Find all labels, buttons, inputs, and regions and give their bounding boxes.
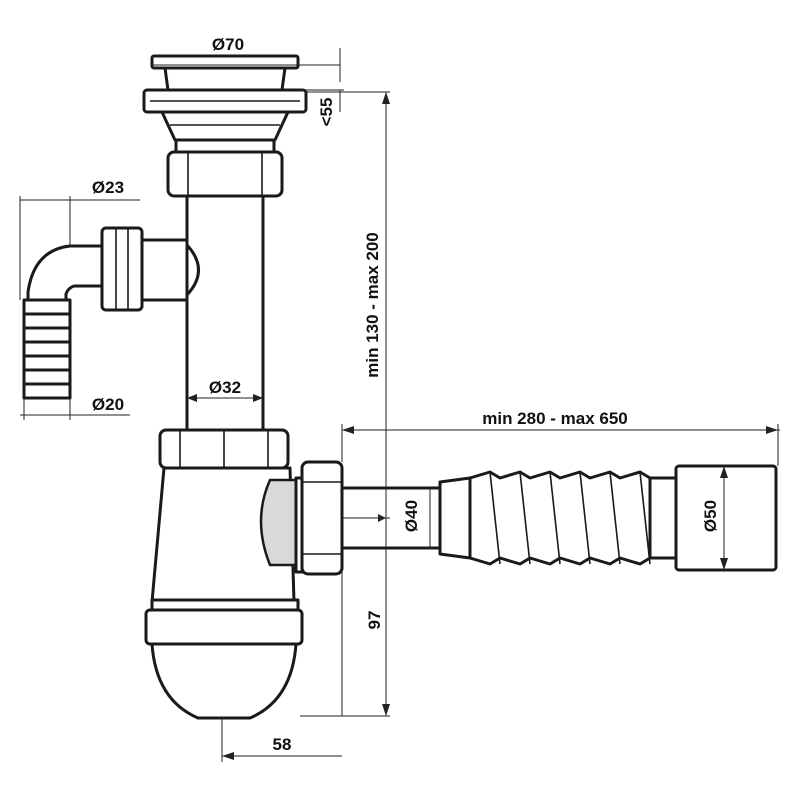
dimension-lines — [19, 48, 780, 762]
drain-strainer — [142, 54, 308, 154]
label-drain-end-diameter: Ø50 — [701, 500, 720, 532]
label-total-height: min 130 - max 200 — [363, 232, 382, 378]
hose-nozzle-ribs — [22, 298, 72, 400]
label-outlet-diameter: Ø40 — [402, 500, 421, 532]
hose-corrugations — [468, 470, 652, 566]
label-corrugated-length: min 280 - max 650 — [482, 409, 628, 428]
label-bottle-height: 97 — [365, 611, 384, 630]
upper-union-nut — [166, 150, 284, 198]
label-bottle-width: 58 — [273, 735, 292, 754]
label-overflow-diameter: Ø23 — [92, 178, 124, 197]
bottle-trap — [144, 466, 304, 720]
label-strainer-height: <55 — [317, 98, 336, 127]
lower-union-nut — [158, 428, 290, 470]
label-hose-nozzle-diameter: Ø20 — [92, 395, 124, 414]
outlet-nut — [294, 460, 344, 576]
overflow-connector — [22, 226, 200, 400]
corrugated-hose — [340, 464, 778, 572]
label-pipe-diameter: Ø32 — [209, 378, 241, 397]
label-strainer-diameter: Ø70 — [212, 35, 244, 54]
